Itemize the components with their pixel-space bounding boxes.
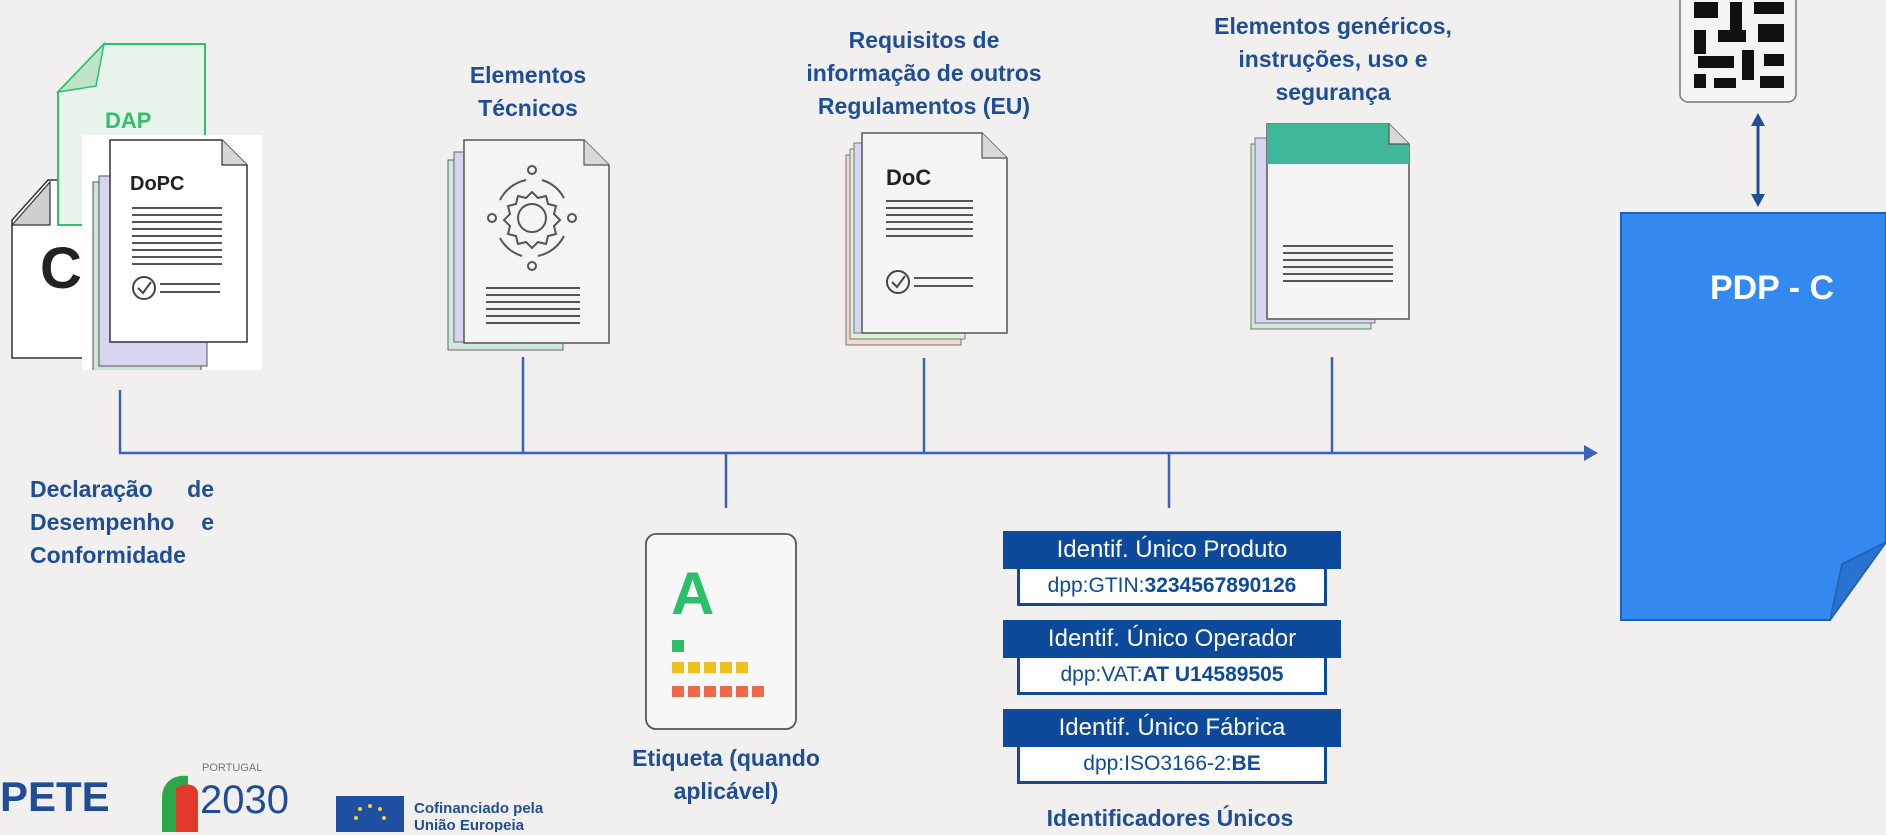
logo-portugal-2030: PORTUGAL 2030 <box>158 762 298 832</box>
dopc-label: DoPC <box>130 173 184 195</box>
pdp-document <box>1620 212 1886 621</box>
gear-icon <box>487 165 577 271</box>
id-prefix: dpp:GTIN: <box>1047 574 1145 597</box>
energy-grade: A <box>671 560 714 627</box>
id-header: Identif. Único Fábrica <box>1003 709 1341 747</box>
pdp-title: PDP - C <box>1709 269 1835 307</box>
id-value: dpp:GTIN:3234567890126 <box>1017 569 1327 606</box>
eu-label: Cofinanciado pela União Europeia <box>414 800 544 832</box>
label-etiqueta: Etiqueta (quando aplicável) <box>632 745 820 804</box>
id-value: dpp:VAT:AT U14589505 <box>1017 658 1327 695</box>
id-box-operador: Identif. Único Operador dpp:VAT:AT U1458… <box>1003 620 1341 695</box>
id-prefix: dpp:VAT: <box>1060 663 1143 686</box>
doc-label: DoC <box>886 165 931 190</box>
technical-document-icon <box>447 139 610 351</box>
id-box-produto: Identif. Único Produto dpp:GTIN:32345678… <box>1003 531 1341 606</box>
label-elementos-genericos: Elementos genéricos, instruções, uso e s… <box>1214 13 1452 105</box>
id-prefix: dpp:ISO3166-2: <box>1083 752 1232 775</box>
eu-flag-icon <box>336 796 404 832</box>
id-code: BE <box>1231 752 1261 775</box>
dap-label: DAP <box>105 108 151 133</box>
c-letter: C <box>40 236 82 301</box>
id-code: 3234567890126 <box>1144 574 1297 597</box>
logo-pete: PETE <box>0 773 110 820</box>
year-label: 2030 <box>200 778 289 822</box>
dopc-document-stack: C DAP DoPC <box>10 41 262 370</box>
generic-document-icon <box>1250 123 1410 330</box>
id-header: Identif. Único Operador <box>1003 620 1341 658</box>
qr-code-icon <box>1679 0 1797 103</box>
logo-eu: Cofinanciado pela União Europeia <box>336 796 556 832</box>
label-elementos-tecnicos: Elementos Técnicos <box>469 62 587 121</box>
label-identificadores: Identificadores Únicos <box>1046 805 1294 831</box>
doc-document-icon: DoC <box>845 132 1008 346</box>
id-box-fabrica: Identif. Único Fábrica dpp:ISO3166-2:BE <box>1003 709 1341 784</box>
energy-label-icon: A <box>645 533 797 730</box>
portugal-flag-icon <box>162 775 198 832</box>
label-requisitos: Requisitos de informação de outros Regul… <box>806 27 1042 119</box>
id-header: Identif. Único Produto <box>1003 531 1341 569</box>
label-declaracao: Declaração de Desempenho e Conformidade <box>30 476 214 568</box>
id-code: AT U14589505 <box>1142 663 1284 686</box>
portugal-small-label: PORTUGAL <box>202 762 263 774</box>
id-value: dpp:ISO3166-2:BE <box>1017 747 1327 784</box>
